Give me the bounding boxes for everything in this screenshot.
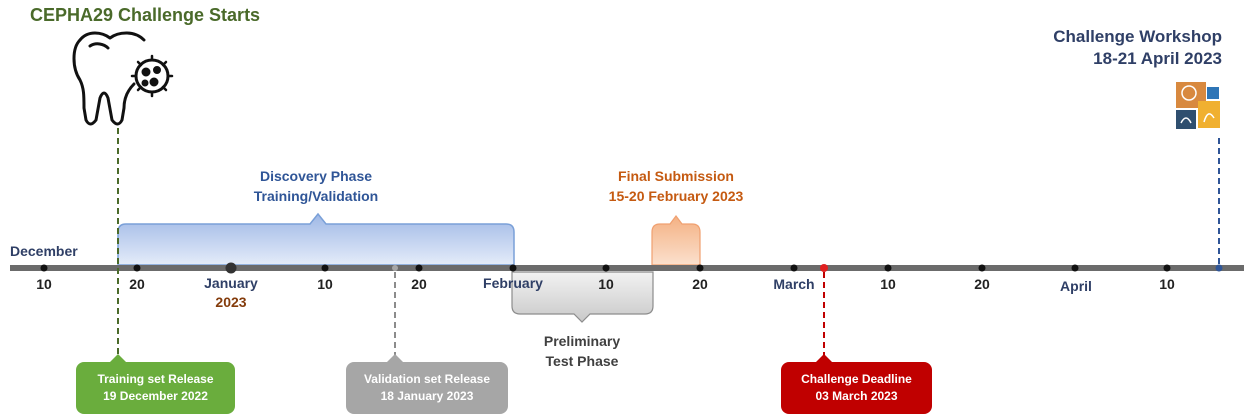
training-release-line2: 19 December 2022 — [103, 389, 208, 403]
validation-release-box: Validation set Release 18 January 2023 — [346, 362, 508, 414]
discovery-phase-label: Discovery Phase Training/Validation — [216, 166, 416, 206]
validation-release-line1: Validation set Release — [363, 372, 491, 386]
tick-label: 20 — [129, 276, 145, 292]
preliminary-phase-label: Preliminary Test Phase — [512, 331, 652, 371]
validation-marker — [392, 265, 398, 271]
discovery-phase-bracket — [117, 212, 515, 266]
validation-release-line2: 18 January 2023 — [380, 389, 474, 403]
final-submission-label: Final Submission 15-20 February 2023 — [576, 166, 776, 206]
workshop-marker — [1215, 264, 1223, 272]
month-label-march: March — [773, 276, 815, 292]
tick-label: 20 — [974, 276, 990, 292]
challenge-deadline-line1: Challenge Deadline — [801, 372, 912, 386]
tooth-virus-icon — [72, 31, 174, 126]
discovery-phase-line2: Training/Validation — [253, 188, 379, 204]
medical-imaging-logo-icon — [1176, 82, 1220, 129]
training-box-pointer — [110, 354, 126, 362]
training-release-box: Training set Release 19 December 2022 — [76, 362, 235, 414]
final-submission-bracket — [651, 215, 701, 266]
tick-dots — [40, 262, 1171, 274]
tick-label: 10 — [317, 276, 333, 292]
deadline-marker — [820, 264, 828, 272]
tick-label: 10 — [1159, 276, 1175, 292]
workshop-title: Challenge Workshop 18-21 April 2023 — [1053, 26, 1222, 70]
training-release-line1: Training set Release — [97, 372, 214, 386]
tick-label: 20 — [692, 276, 708, 292]
deadline-box-pointer — [816, 354, 832, 362]
tick-label: 10 — [880, 276, 896, 292]
workshop-title-line1: Challenge Workshop — [1053, 27, 1222, 46]
preliminary-phase-line1: Preliminary — [543, 333, 621, 349]
challenge-deadline-box: Challenge Deadline 03 March 2023 — [781, 362, 932, 414]
workshop-title-line2: 18-21 April 2023 — [1093, 49, 1222, 68]
month-label-february: February — [483, 275, 543, 291]
preliminary-phase-line2: Test Phase — [545, 353, 619, 369]
month-label-april: April — [1060, 278, 1092, 294]
final-submission-line1: Final Submission — [618, 168, 734, 184]
challenge-start-title: CEPHA29 Challenge Starts — [30, 5, 261, 25]
discovery-phase-line1: Discovery Phase — [259, 168, 373, 184]
final-submission-line2: 15-20 February 2023 — [608, 188, 744, 204]
month-label-january: January — [204, 275, 258, 291]
tick-label: 10 — [598, 276, 614, 292]
year-label: 2023 — [215, 294, 247, 310]
preliminary-phase-bracket — [511, 271, 654, 323]
month-label-december: December — [10, 243, 78, 259]
validation-box-pointer — [387, 354, 403, 362]
tick-label: 10 — [36, 276, 52, 292]
challenge-deadline-line2: 03 March 2023 — [815, 389, 898, 403]
tick-label: 20 — [411, 276, 427, 292]
